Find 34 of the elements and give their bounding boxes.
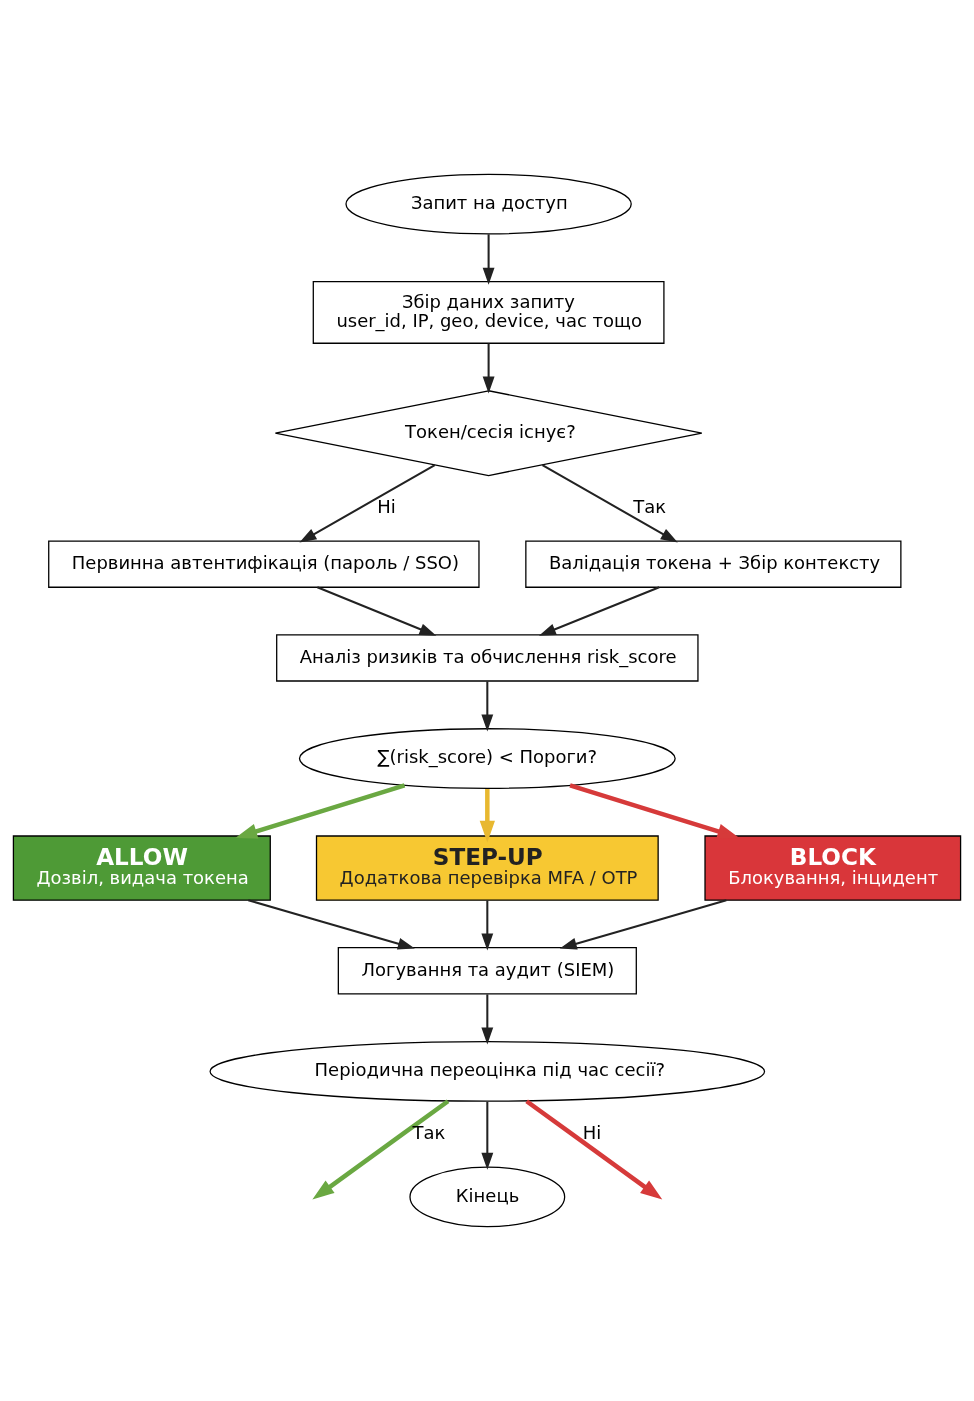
edge-label: Так <box>412 1121 446 1143</box>
node-ellipse: Запит на доступ <box>345 173 632 235</box>
arrow <box>481 681 494 732</box>
edge-label: Так <box>633 496 667 518</box>
arrow <box>312 1099 450 1200</box>
arrow <box>559 899 727 950</box>
arrow <box>317 586 437 636</box>
node-diamond: Токен/сесія існує? <box>274 390 703 477</box>
node-ellipse: Кінець <box>409 1166 566 1228</box>
node-box: STEP-UP Додаткова перевірка MFA / OTP <box>315 835 659 901</box>
edge-label: Ні <box>377 496 396 518</box>
arrow <box>481 1101 494 1170</box>
node-box: Логування та аудит (SIEM) <box>337 947 637 995</box>
edge-label: Ні <box>582 1121 602 1143</box>
arrow <box>479 789 495 843</box>
node-box: BLOCK Блокування, інцидент <box>704 835 962 901</box>
arrow <box>525 1099 663 1200</box>
arrow <box>235 783 406 839</box>
arrow <box>538 586 660 636</box>
arrow <box>541 464 678 543</box>
node-box: ALLOW Дозвіл, видача токена <box>12 835 271 901</box>
arrow <box>299 464 436 543</box>
node-box: Збір даних запиту user_id, IP, geo, device, час тощо <box>312 280 665 344</box>
arrow <box>481 900 494 951</box>
arrow <box>482 343 495 394</box>
arrow <box>248 899 415 950</box>
node-box: Валідація токена + Збір контексту <box>525 540 902 588</box>
node-box: Первинна автентифікація (пароль / SSO) <box>48 540 480 588</box>
node-ellipse: ∑(risk_score) < Пороги? <box>298 728 676 789</box>
arrow <box>569 783 740 839</box>
arrow <box>482 234 495 285</box>
node-ellipse: Періодична переоцінка під час сесії? <box>209 1041 766 1102</box>
node-box: Аналіз ризиків та обчислення risk_score <box>276 634 699 682</box>
arrow <box>481 994 494 1045</box>
